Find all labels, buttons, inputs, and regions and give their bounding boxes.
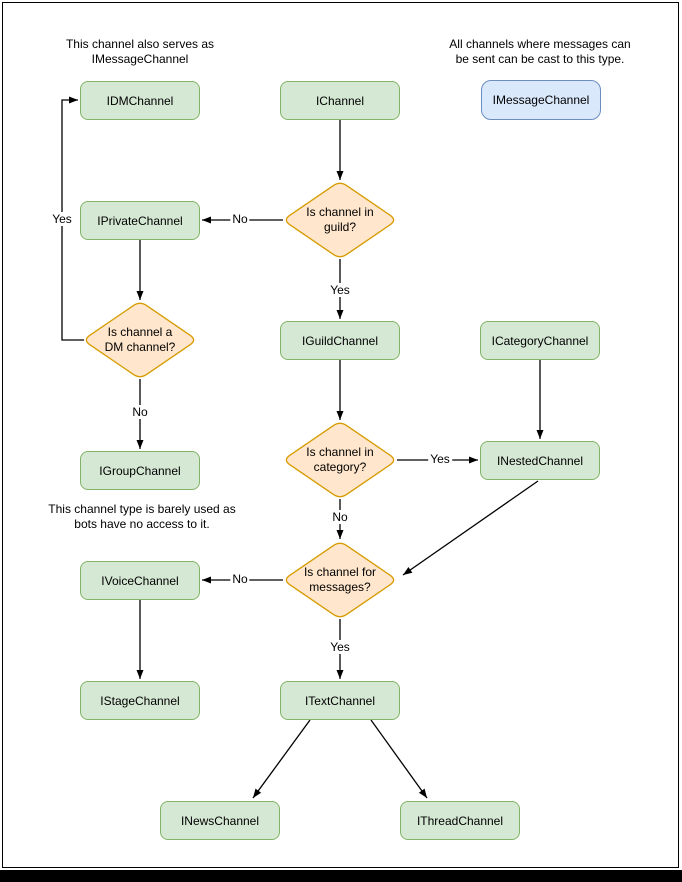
decision-messages-label: Is channel for messages? (304, 565, 376, 595)
node-itextchannel: ITextChannel (280, 681, 400, 720)
decision-category-shape (285, 422, 395, 498)
decision-dm-line1: Is channel a (107, 325, 173, 339)
decision-dm-label: Is channel a DM channel? (105, 325, 176, 355)
node-iguildchannel: IGuildChannel (280, 321, 400, 360)
decision-guild-label: Is channel in guild? (306, 205, 373, 235)
decision-guild-shape (285, 182, 395, 258)
note-dm-line1: This channel also serves as (65, 37, 215, 51)
node-ivoicechannel: IVoiceChannel (80, 561, 200, 600)
node-ithreadchannel: IThreadChannel (400, 801, 520, 840)
note-dm-line2: IMessageChannel (91, 52, 189, 66)
decision-dm-line2: DM channel? (104, 340, 176, 354)
edge-label-dm-no: No (130, 405, 150, 419)
edge-label-guild-yes: Yes (328, 283, 352, 297)
note-imessage-line2: be sent can be cast to this type. (455, 52, 625, 66)
decision-guild-line2: guild? (323, 220, 357, 234)
bottom-edge-strip (0, 870, 682, 882)
edge-label-dm-yes: Yes (50, 212, 74, 226)
edge-label-messages-yes: Yes (328, 640, 352, 654)
note-igroup-line1: This channel type is barely used as (48, 502, 236, 516)
node-inestedchannel: INestedChannel (480, 441, 600, 480)
edge-label-messages-no: No (230, 572, 250, 586)
node-ichannel: IChannel (280, 81, 400, 120)
note-igroup-line2: bots have no access to it. (74, 517, 210, 531)
decision-category-line2: category? (313, 460, 367, 474)
decision-messages-line1: Is channel for (303, 565, 377, 579)
decision-dm-shape (85, 302, 195, 378)
decision-messages-shape (285, 542, 395, 618)
decision-category-label: Is channel in category? (306, 445, 373, 475)
node-inewschannel: INewsChannel (160, 801, 280, 840)
decision-category-line1: Is channel in (306, 445, 374, 459)
edge-itextchannel-to-ithreadchannel (370, 719, 428, 799)
note-imessage-line1: All channels where messages can (449, 37, 631, 51)
edge-itextchannel-to-inewschannel (252, 719, 311, 799)
edge-label-category-no: No (330, 510, 350, 524)
node-imessagechannel: IMessageChannel (481, 80, 601, 120)
edge-inestedchannel-to-messages-decision (402, 480, 539, 576)
edge-label-guild-no: No (230, 212, 250, 226)
edge-label-category-yes: Yes (428, 452, 452, 466)
node-idmchannel: IDMChannel (80, 81, 200, 120)
decision-guild-line1: Is channel in (306, 205, 374, 219)
node-igroupchannel: IGroupChannel (80, 451, 200, 490)
decision-messages-line2: messages? (309, 580, 371, 594)
note-imessage-cast: All channels where messages can be sent … (440, 37, 640, 67)
note-dm-serves-imessage: This channel also serves as IMessageChan… (40, 37, 240, 67)
node-iprivatechannel: IPrivateChannel (80, 201, 200, 240)
note-igroup-barely-used: This channel type is barely used as bots… (42, 502, 242, 532)
node-icategorychannel: ICategoryChannel (480, 321, 600, 360)
node-istagechannel: IStageChannel (80, 681, 200, 720)
